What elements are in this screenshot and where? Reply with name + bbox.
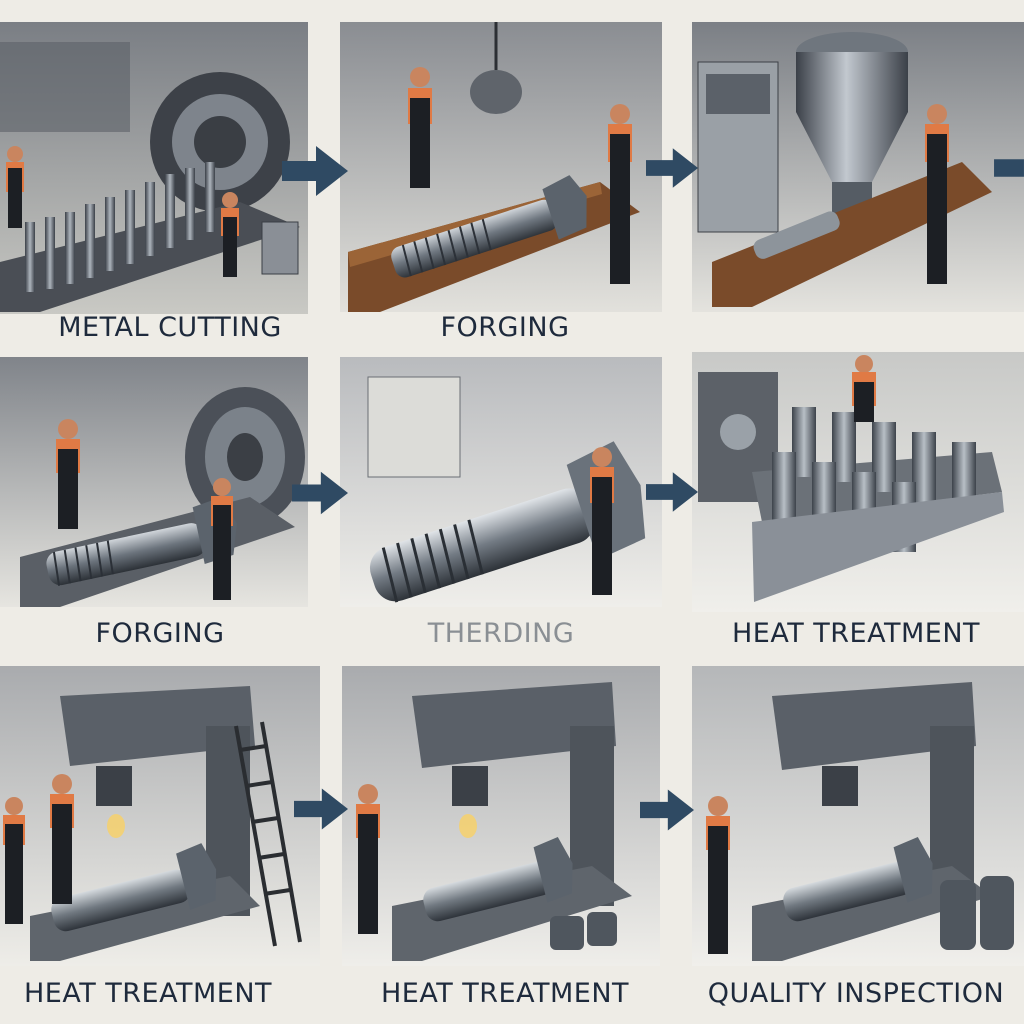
nut-icon <box>550 912 617 950</box>
flow-arrow-icon <box>646 472 698 512</box>
step-3-press-panel <box>692 22 1024 312</box>
step-7-label: HEAT TREATMENT <box>23 978 273 1009</box>
step-9-label: QUALITY INSPECTION <box>707 978 1005 1009</box>
bolt-icon <box>391 175 587 278</box>
press-machine-icon <box>412 682 616 906</box>
bolt-icon <box>753 211 840 259</box>
step-7-heat-treatment-panel <box>0 666 320 966</box>
worker-icon <box>590 447 614 595</box>
bolt-icon <box>51 843 217 932</box>
step-6-heat-treatment-panel <box>692 352 1024 612</box>
step-8-heat-treatment-panel <box>342 666 660 966</box>
step-1-label: METAL CUTTING <box>58 312 282 343</box>
step-4-label: FORGING <box>95 618 225 649</box>
press-machine-icon <box>796 32 908 222</box>
flow-arrow-icon <box>646 148 698 188</box>
step-5-threading-panel <box>340 357 662 607</box>
worker-icon <box>852 355 876 422</box>
bolt-icon <box>783 837 933 922</box>
step-8-label: HEAT TREATMENT <box>380 978 630 1009</box>
flow-arrow-icon <box>994 159 1024 177</box>
ladder-icon <box>234 721 302 947</box>
step-9-quality-inspection-panel <box>692 666 1024 966</box>
worker-icon <box>608 104 632 284</box>
nut-icon <box>940 876 1014 950</box>
worker-icon <box>3 797 25 924</box>
step-2-forging-panel <box>340 22 662 312</box>
bolt-icon <box>423 837 573 922</box>
worker-icon <box>56 419 80 529</box>
step-1-metal-cutting-panel <box>0 22 308 314</box>
flow-arrow-icon <box>294 788 348 830</box>
worker-icon <box>211 478 233 600</box>
flow-arrow-icon <box>292 471 348 515</box>
flow-arrow-icon <box>640 789 694 831</box>
worker-icon <box>925 104 949 284</box>
step-2-label: FORGING <box>440 312 570 343</box>
step-4-forging-panel <box>0 357 308 607</box>
worker-icon <box>221 192 239 277</box>
flow-arrow-icon <box>282 146 348 196</box>
step-6-label: HEAT TREATMENT <box>731 618 981 649</box>
worker-icon <box>6 146 24 228</box>
worker-icon <box>706 796 730 954</box>
worker-icon <box>356 784 380 934</box>
step-5-label: THERDING <box>427 618 575 649</box>
metal-rods-icon <box>25 162 215 292</box>
worker-icon <box>50 774 74 904</box>
worker-icon <box>408 67 432 188</box>
